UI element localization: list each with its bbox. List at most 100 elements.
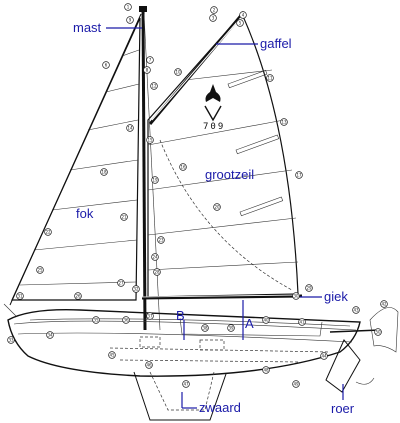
callout-number: 37 [147,313,153,318]
forestay [9,13,142,306]
label-a: A [245,316,254,331]
callout-number: 45 [109,352,115,357]
callout-circle [227,324,235,332]
callout-circle [44,228,52,236]
callout-circle [201,324,209,332]
callout-circle [108,351,116,359]
callout-circle [179,163,187,171]
callout-number: 12 [151,83,157,88]
callout-number: 5 [239,20,242,25]
callout-circle [143,66,151,74]
callout-number: 17 [296,172,302,177]
centreboard [133,371,227,421]
callout-circle [145,361,153,369]
callout-circle [124,3,132,11]
callout-number: 15 [147,137,153,142]
callout-circle [7,336,15,344]
rudder [325,339,361,393]
callout-number: 11 [267,75,273,80]
callout-circle [305,284,313,292]
callout-number: 29 [306,285,312,290]
callout-number: 31 [17,293,23,298]
callout-circle [150,82,158,90]
callout-circle [146,312,154,320]
sail-insignia-icon [204,84,222,122]
callout-number: 28 [154,269,160,274]
callout-circle [295,171,303,179]
callout-circle [122,316,130,324]
callout-number: 43 [353,307,359,312]
callout-number: 16 [180,164,186,169]
callout-number: 9 [129,17,132,22]
sheer-line [13,320,357,331]
callout-circle [380,300,388,308]
callout-circle [213,203,221,211]
callout-number: 33 [8,337,14,342]
hull [7,309,361,377]
callout-number: 6 [105,62,108,67]
callout-circle [132,285,140,293]
callout-circle [16,292,24,300]
label-giek: giek [324,289,348,304]
callout-number: 3 [212,15,215,20]
callout-circle [210,6,218,14]
callout-number: 10 [175,69,181,74]
callout-circle [374,328,382,336]
ensign-flag [369,307,399,353]
callout-circle [352,306,360,314]
callout-circle [146,136,154,144]
callout-circle [262,366,270,374]
label-roer: roer [331,401,355,416]
boom-spar [141,294,303,300]
callout-number: 50 [375,329,381,334]
label-mast: mast [73,20,102,35]
callout-circle [153,268,161,276]
callout-number: 49 [293,381,299,386]
tiller [329,329,381,333]
rubbing-strake [17,332,353,343]
callout-circle [126,124,134,132]
callout-circle [46,331,54,339]
callout-circle [280,118,288,126]
label-zwaard: zwaard [199,400,241,415]
callout-circle [126,16,134,24]
callout-circle [102,61,110,69]
callout-number: 36 [123,317,129,322]
callout-circle [157,236,165,244]
callout-number: 18 [101,169,107,174]
callout-circle [209,14,217,22]
callout-circle [236,19,244,27]
callout-number: 19 [152,177,158,182]
callout-number: 22 [45,229,51,234]
callout-number: 21 [121,214,127,219]
callout-circle [92,316,100,324]
jib-sail [11,17,141,301]
callout-number: 24 [152,254,158,259]
callout-number: 40 [263,317,269,322]
callout-number: 32 [133,286,139,291]
callout-number: 35 [93,317,99,322]
callout-number: 4 [242,12,245,17]
callout-number: 1 [127,4,130,9]
main-sail [147,12,299,298]
sheet-arc [159,139,293,291]
sail-number: 709 [203,122,225,132]
callout-circle [182,380,190,388]
label-grootzeil: grootzeil [205,167,254,182]
rudder-fitting [355,377,375,385]
main-seams [147,69,299,271]
callout-circle [292,380,300,388]
cockpit-coaming [179,317,323,337]
callout-number: 47 [183,381,189,386]
callout-circle [36,266,44,274]
callout-number: 38 [202,325,208,330]
mast-spar [141,7,147,331]
label-gaffel: gaffel [260,36,292,51]
callout-circle [266,74,274,82]
callout-circle [174,68,182,76]
callout-number: 8 [146,67,149,72]
callout-number: 7 [149,57,152,62]
interior-dashes [109,336,331,363]
jib-seams [19,49,140,286]
callout-number: 48 [263,367,269,372]
